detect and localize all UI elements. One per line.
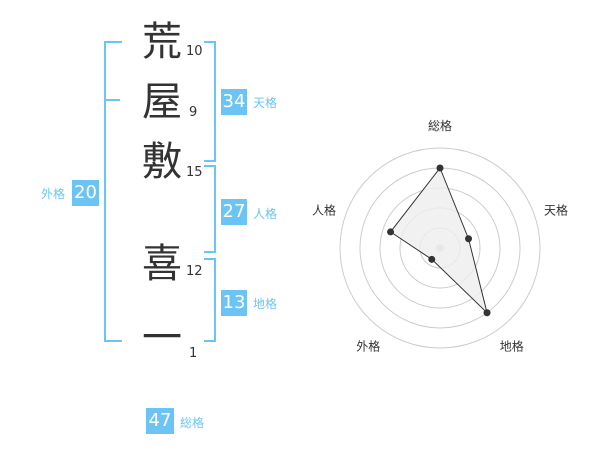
radar-point-1 (436, 164, 444, 172)
jinkaku-bracket (204, 165, 216, 253)
gaikaku-bracket (104, 41, 122, 342)
radar-axis-label-1: 総格 (428, 118, 452, 133)
chikaku-bracket (204, 258, 216, 342)
gaikaku-value: 20 (72, 180, 99, 206)
name-char-2: 屋 (142, 79, 182, 125)
gaikaku-bracket-tick (104, 99, 120, 101)
radar-axis-label-4: 外格 (356, 339, 380, 354)
radar-axis-label-5: 人格 (312, 202, 336, 217)
jinkaku-value: 27 (221, 199, 247, 225)
radar-point-2 (465, 235, 473, 243)
radar-point-4 (428, 255, 436, 263)
stroke-count-2: 9 (189, 105, 198, 120)
radar-ring (339, 147, 541, 349)
stroke-count-5: 1 (189, 346, 198, 361)
name-char-3: 敷 (142, 139, 182, 185)
stroke-count-3: 15 (186, 165, 203, 180)
tenkaku-label: 天格 (253, 96, 278, 110)
radar-axis-label-3: 地格 (500, 339, 524, 354)
name-char-1: 荒 (142, 19, 182, 65)
gaikaku-label: 外格 (41, 187, 66, 201)
soukaku-label: 総格 (180, 416, 205, 430)
stroke-count-4: 12 (186, 264, 203, 279)
tenkaku-bracket (204, 41, 216, 162)
chikaku-label: 地格 (253, 297, 278, 311)
radar-point-3 (483, 309, 491, 317)
name-char-4: 喜 (142, 241, 182, 287)
jinkaku-label: 人格 (253, 207, 278, 221)
radar-point-5 (387, 228, 395, 236)
radar-area (389, 167, 488, 315)
chikaku-value: 13 (221, 290, 247, 316)
tenkaku-value: 34 (221, 89, 247, 115)
radar-axis-label-2: 天格 (544, 202, 568, 217)
soukaku-value: 47 (146, 408, 174, 434)
name-char-5: 一 (142, 315, 182, 361)
stroke-count-1: 10 (186, 44, 203, 59)
